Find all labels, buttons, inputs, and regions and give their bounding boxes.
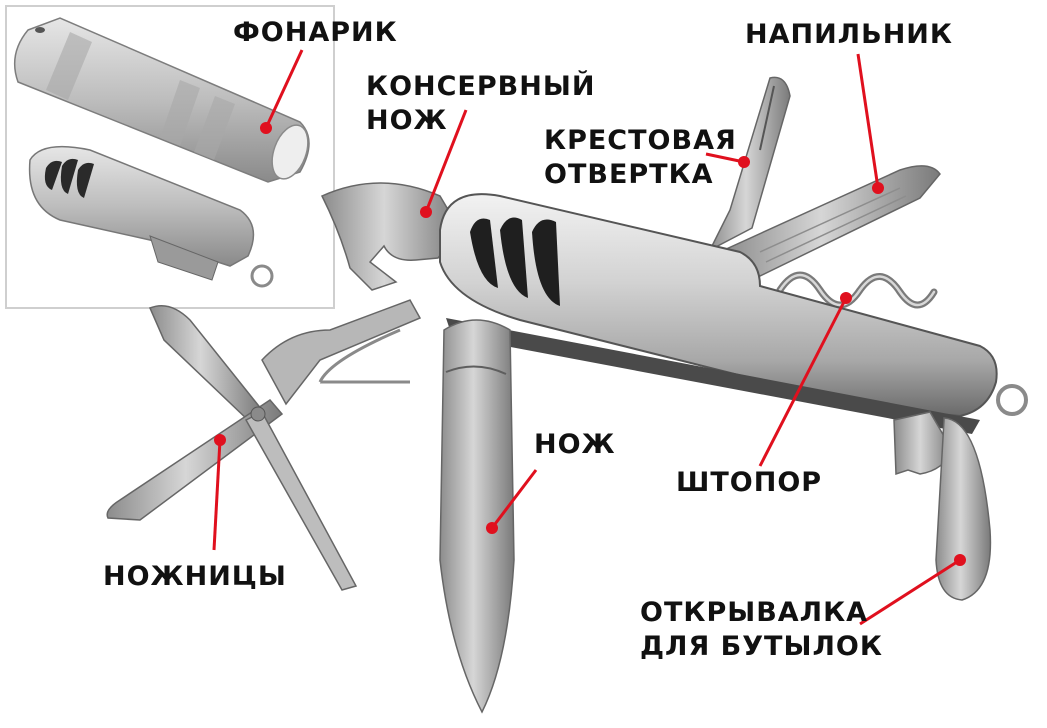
label-can-opener-line-1: КОНСЕРВНЫЙ xyxy=(366,71,596,102)
pointer-file xyxy=(856,53,880,189)
label-knife-text: НОЖ xyxy=(534,429,616,460)
pointer-dot-file xyxy=(872,182,884,194)
label-bottle-opener-line-1: ОТКРЫВАЛКА xyxy=(640,597,869,628)
inset-panel xyxy=(5,5,335,309)
bottle-opener-image xyxy=(893,411,992,601)
pointer-corkscrew xyxy=(758,297,848,467)
pointer-dot-can-opener xyxy=(420,206,432,218)
label-can-opener: КОНСЕРВНЫЙ НОЖ xyxy=(366,70,595,138)
label-phillips-line-1: КРЕСТОВАЯ xyxy=(544,125,737,156)
flashlight-image xyxy=(13,17,310,183)
phillips-screwdriver-image xyxy=(708,76,791,252)
pointer-dot-corkscrew xyxy=(840,292,852,304)
label-file-text: НАПИЛЬНИК xyxy=(745,19,953,50)
pointer-flashlight xyxy=(264,49,304,129)
pointer-knife xyxy=(490,469,538,529)
label-knife: НОЖ xyxy=(534,428,616,462)
label-scissors-text: НОЖНИЦЫ xyxy=(103,561,287,592)
pointer-dot-flashlight xyxy=(260,122,272,134)
pointer-dot-phillips xyxy=(738,156,750,168)
pointer-dot-scissors xyxy=(214,434,226,446)
knife-body-image xyxy=(439,193,1028,434)
label-scissors: НОЖНИЦЫ xyxy=(103,560,287,594)
pointer-lines xyxy=(212,49,966,626)
pointer-dot-knife xyxy=(486,522,498,534)
pointer-bottle-opener xyxy=(859,558,961,626)
pointer-scissors xyxy=(212,439,222,551)
closed-knife-image xyxy=(28,145,274,288)
pointer-dot-bottle-opener xyxy=(954,554,966,566)
label-phillips: КРЕСТОВАЯ ОТВЕРТКА xyxy=(544,124,737,192)
label-phillips-line-2: ОТВЕРТКА xyxy=(544,159,714,190)
label-corkscrew: ШТОПОР xyxy=(676,466,822,500)
label-bottle-opener-line-2: ДЛЯ БУТЫЛОК xyxy=(640,631,883,662)
label-flashlight-text: ФОНАРИК xyxy=(233,17,398,48)
label-file: НАПИЛЬНИК xyxy=(745,18,953,52)
label-flashlight: ФОНАРИК xyxy=(233,16,398,50)
knife-blade-image xyxy=(439,319,515,714)
corkscrew-image xyxy=(776,271,938,309)
pointer-phillips xyxy=(705,152,745,164)
pointer-can-opener xyxy=(424,109,468,213)
label-can-opener-line-2: НОЖ xyxy=(366,105,448,136)
scissors-image xyxy=(106,299,422,591)
label-corkscrew-text: ШТОПОР xyxy=(676,467,823,498)
file-image xyxy=(722,165,941,277)
label-bottle-opener: ОТКРЫВАЛКА ДЛЯ БУТЫЛОК xyxy=(640,596,883,664)
